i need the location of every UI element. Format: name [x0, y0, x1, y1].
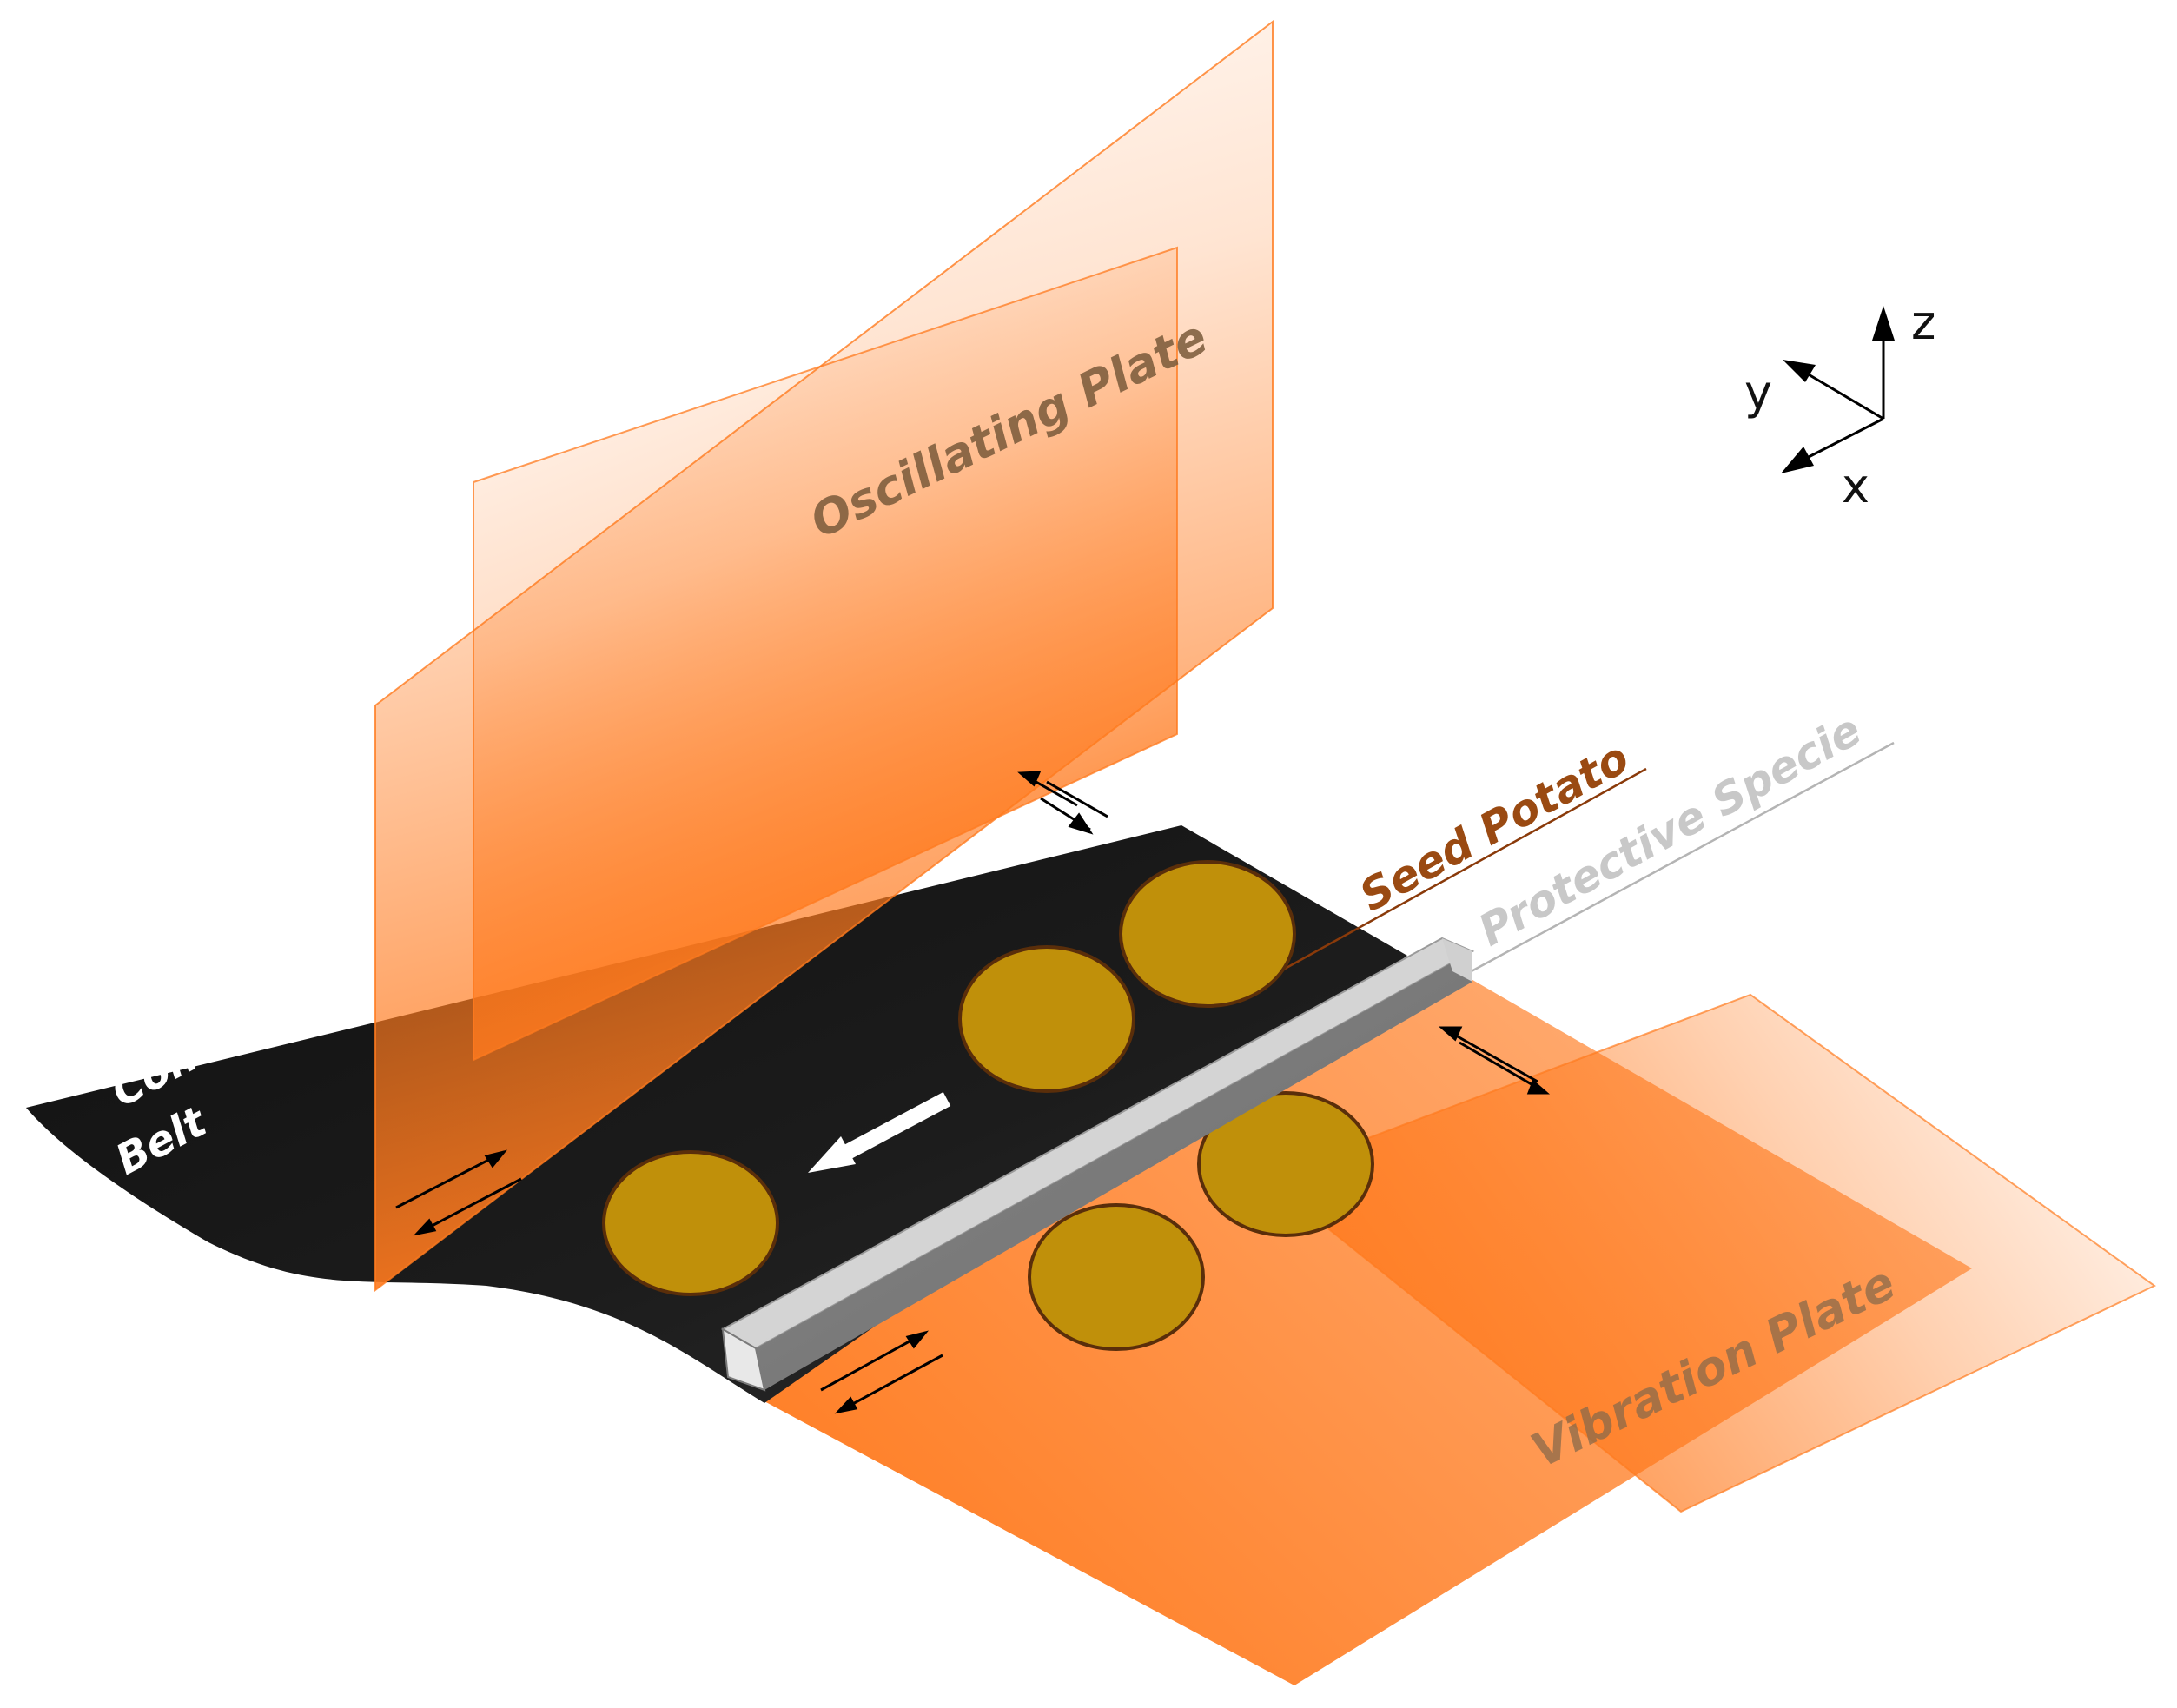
axis-label-x: x: [1842, 459, 1869, 513]
oscillating-plate: [374, 19, 1274, 1293]
seed-potato: [1197, 1091, 1374, 1237]
oscillation-arrow-lower: [395, 1149, 522, 1236]
seed-potato: [602, 1150, 779, 1296]
vibration-arrow-right: [1438, 1026, 1551, 1095]
seed-potato: [1119, 860, 1296, 1008]
vibration-plate: [751, 977, 1972, 1685]
axis-label-z: z: [1911, 295, 1935, 350]
seed-potato: [1028, 1203, 1205, 1351]
oscillation-arrow-upper: [1017, 771, 1108, 835]
axis-label-y: y: [1744, 365, 1772, 420]
vibration-arrow-left: [820, 1330, 943, 1414]
axes-icon: [1781, 306, 1895, 473]
protective-rail: [720, 937, 1475, 1392]
seed-potato-leader-line: [1276, 767, 1647, 975]
belt-direction-arrow: [808, 1092, 951, 1173]
seed-potato: [958, 945, 1135, 1093]
protective-specie-leader-line: [1467, 741, 1895, 975]
